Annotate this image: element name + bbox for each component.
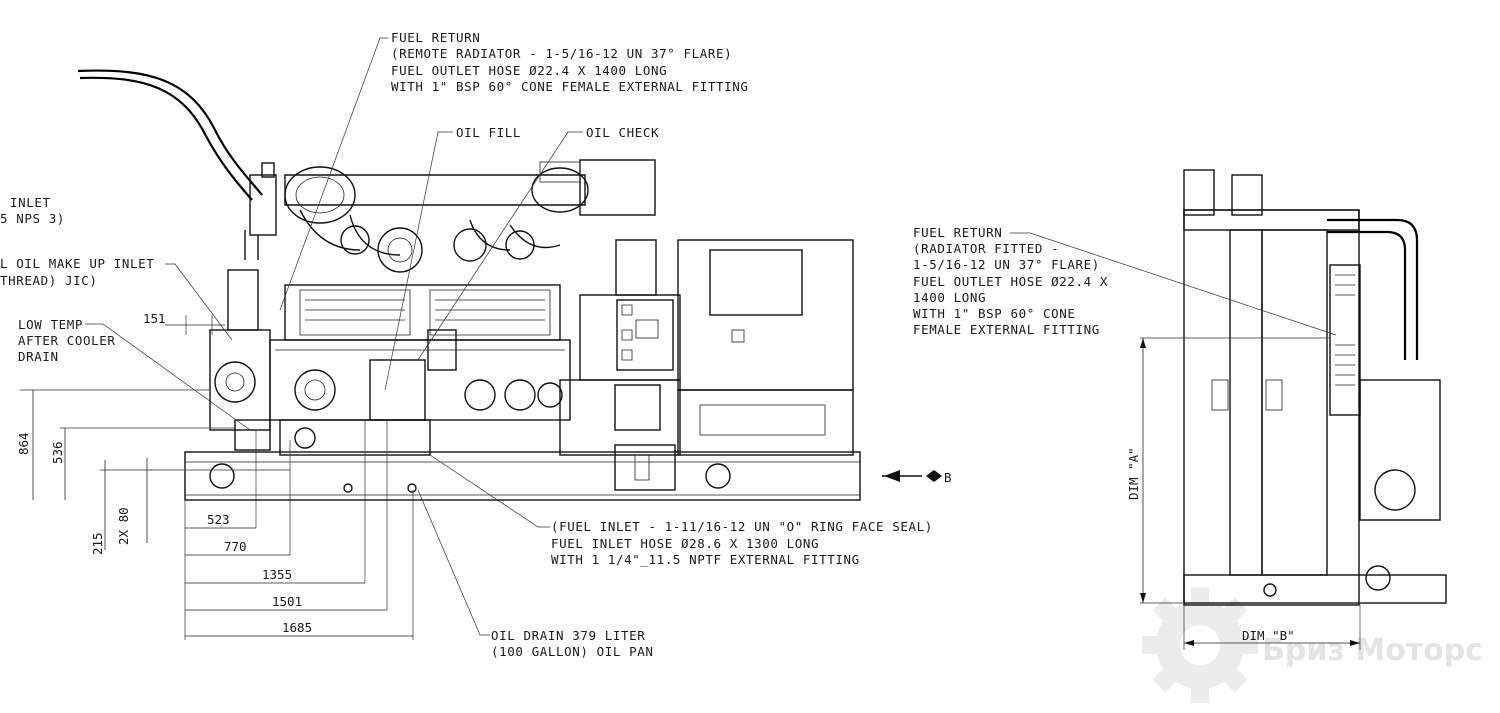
svg-text:(100 GALLON) OIL PAN: (100 GALLON) OIL PAN: [491, 644, 654, 659]
svg-text:FUEL INLET HOSE Ø28.6 X 1300 L: FUEL INLET HOSE Ø28.6 X 1300 LONG: [551, 536, 819, 551]
fuel-inlet-note: (FUEL INLET - 1-11/16-12 UN "O" RING FAC…: [551, 519, 933, 567]
svg-text:OIL DRAIN 379 LITER: OIL DRAIN 379 LITER: [491, 628, 645, 643]
dim-b-label: DIM "B": [1242, 628, 1295, 643]
svg-text:(REMOTE RADIATOR - 1-5/16-12 U: (REMOTE RADIATOR - 1-5/16-12 UN 37° FLAR…: [391, 46, 732, 61]
svg-text:1-5/16-12 UN 37° FLARE): 1-5/16-12 UN 37° FLARE): [913, 257, 1100, 272]
leader-lines: [85, 37, 1337, 636]
svg-text:FUEL OUTLET HOSE Ø22.4 X 1400: FUEL OUTLET HOSE Ø22.4 X 1400 LONG: [391, 63, 667, 78]
fuel-return-remote-note: FUEL RETURN (REMOTE RADIATOR - 1-5/16-12…: [391, 30, 749, 94]
svg-text:WITH 1 1/4"_11.5 NPTF EXTERNAL: WITH 1 1/4"_11.5 NPTF EXTERNAL FITTING: [551, 552, 860, 567]
svg-text:(FUEL INLET - 1-11/16-12 UN "O: (FUEL INLET - 1-11/16-12 UN "O" RING FAC…: [551, 519, 933, 534]
svg-text:FUEL RETURN: FUEL RETURN: [391, 30, 480, 45]
oil-drain-note: OIL DRAIN 379 LITER (100 GALLON) OIL PAN: [491, 628, 654, 659]
svg-text:WITH 1" BSP 60° CONE: WITH 1" BSP 60° CONE: [913, 306, 1076, 321]
dim-1355: 1355: [262, 567, 292, 582]
low-temp-drain-note: LOW TEMP AFTER COOLER DRAIN: [18, 317, 116, 364]
dim-2x80: 2X 80: [116, 507, 131, 545]
dim-770: 770: [224, 539, 247, 554]
dim-a-label: DIM "A": [1126, 447, 1141, 500]
svg-text:1400 LONG: 1400 LONG: [913, 290, 986, 305]
svg-text:FUEL RETURN: FUEL RETURN: [913, 225, 1002, 240]
dim-864: 864: [16, 432, 31, 455]
svg-text:INLET: INLET: [10, 195, 51, 210]
dim-215: 215: [90, 532, 105, 555]
svg-text:LOW TEMP: LOW TEMP: [18, 317, 83, 332]
generator-end-view: DIM "A" DIM "B": [1126, 169, 1447, 650]
svg-text:5 NPS 3): 5 NPS 3): [0, 211, 65, 226]
view-b-label: B: [944, 470, 952, 485]
dimension-lines: 864 536 215 2X 80 151 523 770 1355 1501 …: [16, 311, 414, 640]
svg-text:WITH 1" BSP 60° CONE FEMALE EX: WITH 1" BSP 60° CONE FEMALE EXTERNAL FIT…: [391, 79, 749, 94]
dim-151: 151: [143, 311, 166, 326]
svg-text:(RADIATOR FITTED -: (RADIATOR FITTED -: [913, 241, 1059, 256]
svg-text:DRAIN: DRAIN: [18, 349, 59, 364]
dim-523: 523: [207, 512, 230, 527]
dim-536: 536: [50, 441, 65, 464]
fuel-return-radiator-note: FUEL RETURN (RADIATOR FITTED - 1-5/16-12…: [913, 225, 1108, 337]
svg-text:FEMALE EXTERNAL FITTING: FEMALE EXTERNAL FITTING: [913, 322, 1100, 337]
dim-1501: 1501: [272, 594, 302, 609]
svg-text:AFTER COOLER: AFTER COOLER: [18, 333, 116, 348]
oil-check-note: OIL CHECK: [586, 125, 659, 140]
dim-1685: 1685: [282, 620, 312, 635]
generator-side-view: B: [77, 69, 952, 501]
annotations: FUEL RETURN (REMOTE RADIATOR - 1-5/16-12…: [0, 30, 1108, 659]
oil-fill-note: OIL FILL: [456, 125, 521, 140]
air-inlet-note: INLET 5 NPS 3): [0, 195, 65, 226]
svg-text:THREAD) JIC): THREAD) JIC): [0, 273, 98, 288]
svg-text:L OIL MAKE UP INLET: L OIL MAKE UP INLET: [0, 256, 154, 271]
oil-make-up-note: L OIL MAKE UP INLET THREAD) JIC): [0, 256, 154, 288]
svg-text:FUEL OUTLET HOSE Ø22.4 X: FUEL OUTLET HOSE Ø22.4 X: [913, 274, 1108, 289]
watermark-text: Бриз Моторс: [1262, 633, 1483, 668]
